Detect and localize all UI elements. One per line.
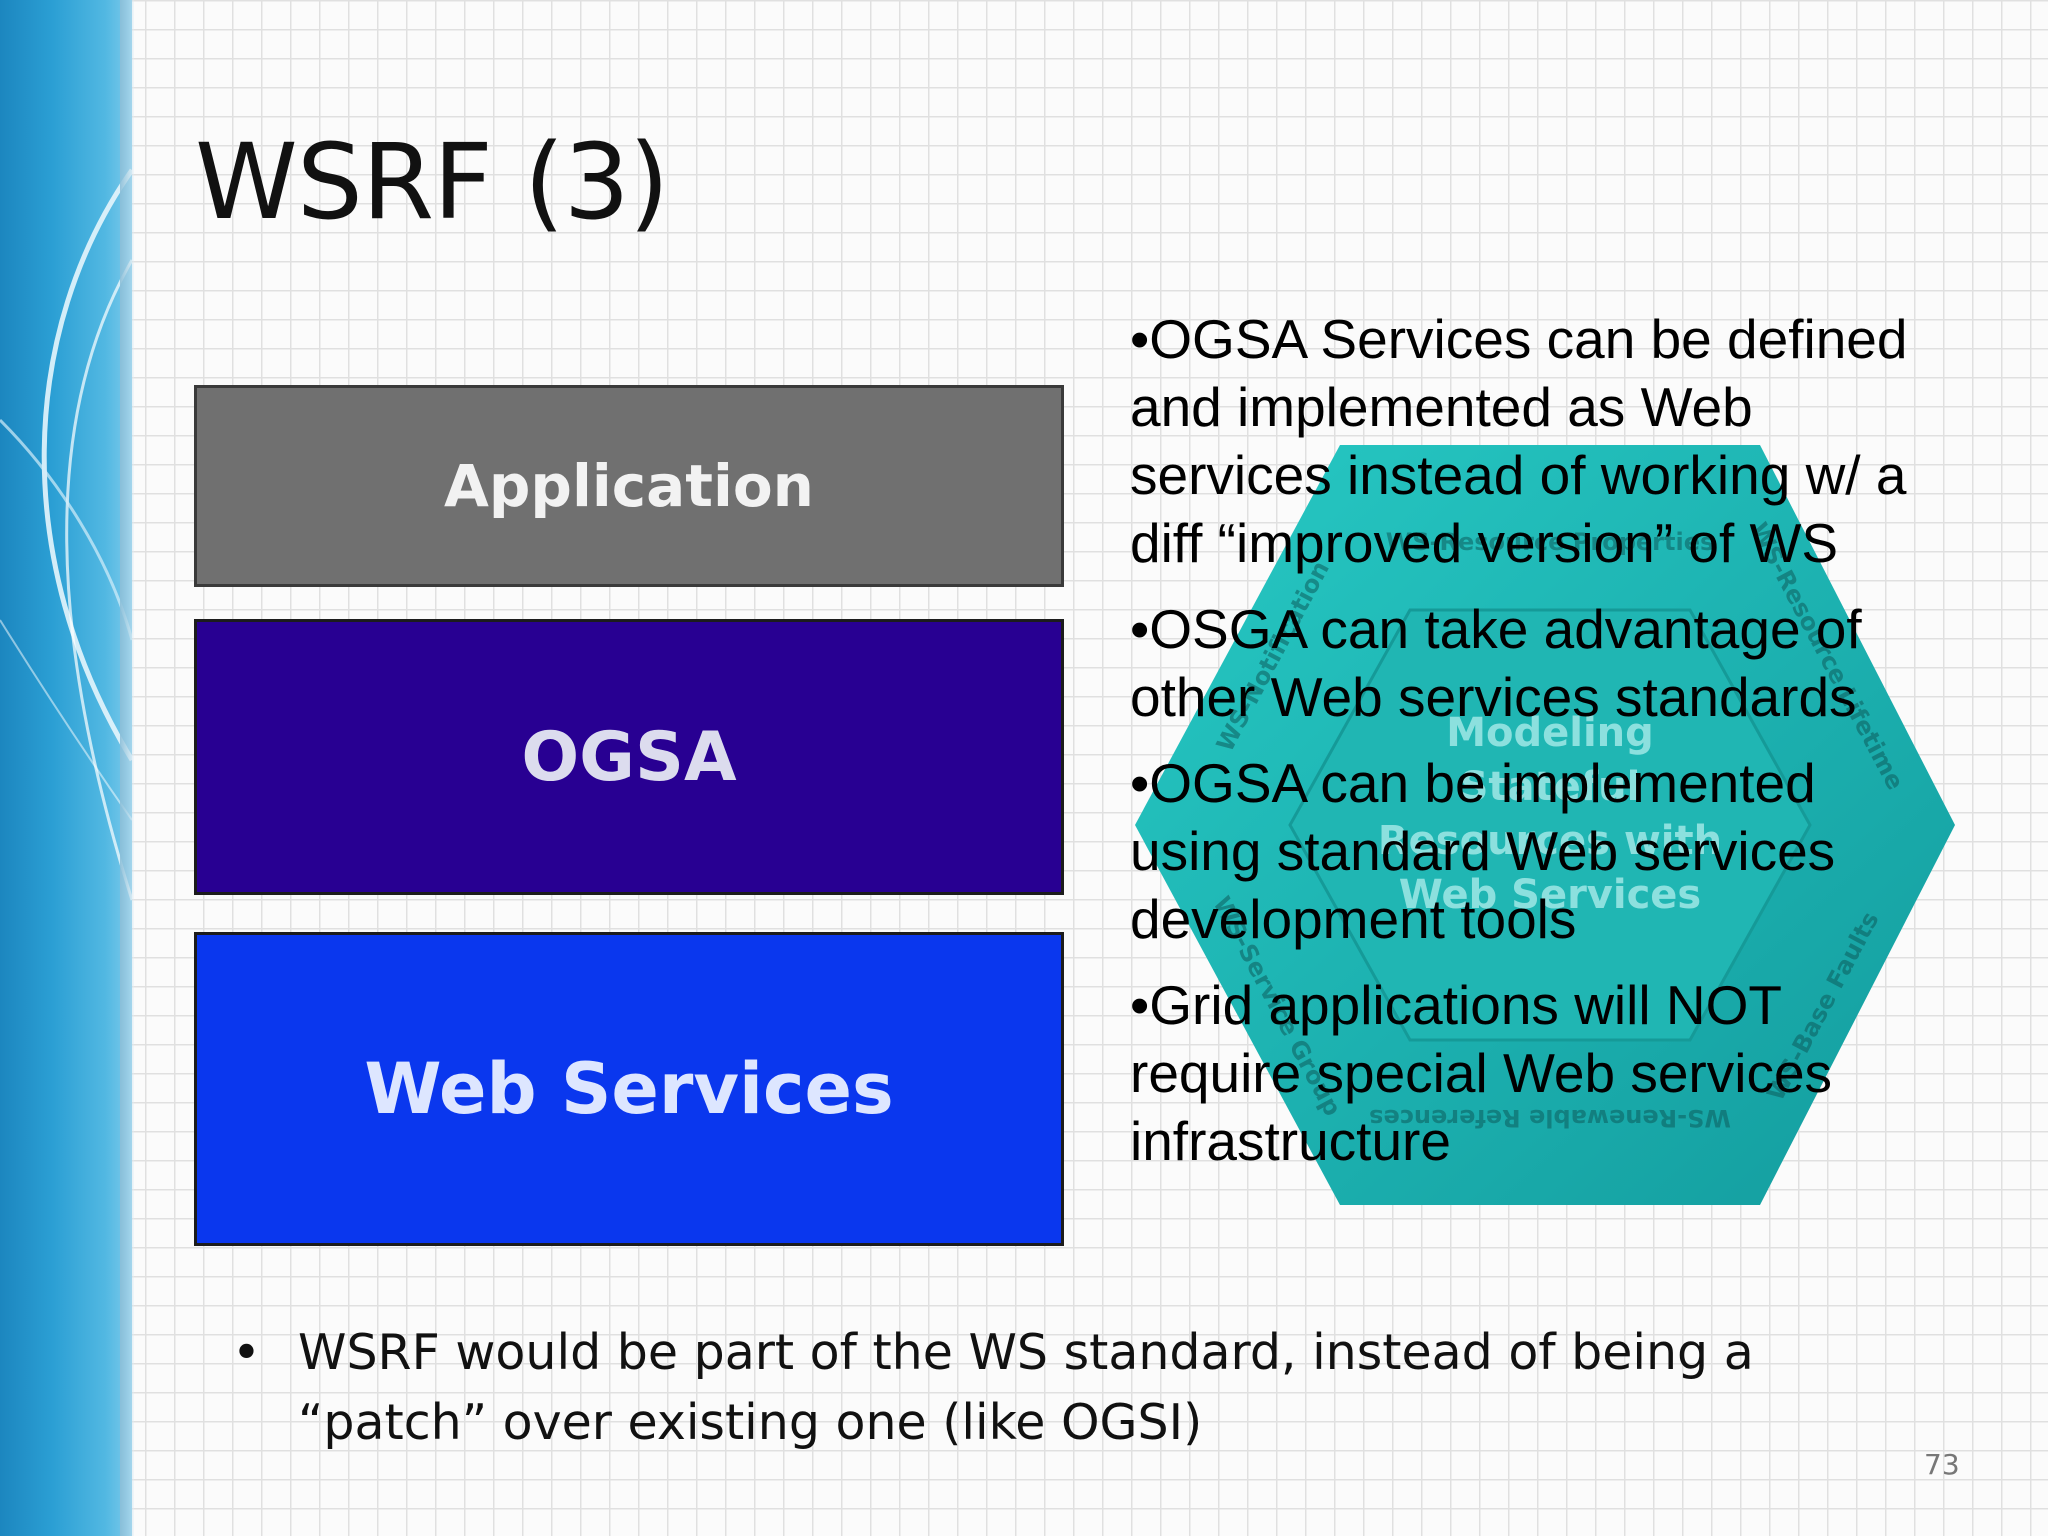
hex-center-line-4: Web Services [1399,872,1701,918]
layer-application: Application [197,388,1061,584]
hex-center-line-2: Stateful [1460,764,1641,810]
layer-web-services: Web Services [197,935,1061,1243]
hex-center-line-3: Resources with [1378,818,1722,864]
layer-ogsa-label: OGSA [521,717,737,797]
hexagon-figure: Modeling Stateful Resources with Web Ser… [1120,430,1960,1220]
side-band-edge [120,0,134,1536]
hex-center-line-1: Modeling [1446,710,1654,756]
right-bullet-3: •OGSA can be implemented using standard … [1130,752,1836,950]
bottom-bullet-text: WSRF would be part of the WS standard, i… [298,1324,1754,1451]
swirl-decoration [0,168,132,901]
layer-web-services-label: Web Services [364,1048,894,1130]
page-number: 73 [1924,1448,1960,1481]
hexagon-inner [1288,608,1812,1042]
hex-edge-label-top: WS-Resource Properties [1386,528,1715,556]
right-bullet-2: •OSGA can take advantage of other Web se… [1130,598,1862,728]
right-bullet-1: •OGSA Services can be defined and implem… [1130,308,1908,574]
hex-edge-label-bottom: WS-Renewable References [1369,1104,1731,1132]
side-decoration-band [0,0,132,1536]
bottom-bullet: • WSRF would be part of the WS standard,… [232,1318,1882,1458]
layer-application-label: Application [444,452,814,520]
bullet-marker: • [232,1324,261,1381]
slide-title: WSRF (3) [195,121,669,243]
right-bullet-list: •OGSA Services can be defined and implem… [1130,305,1960,1193]
layer-ogsa: OGSA [197,622,1061,892]
hexagon-graphic: Modeling Stateful Resources with Web Ser… [1135,445,1955,1205]
right-bullet-4: •Grid applications will NOT require spec… [1130,974,1833,1172]
